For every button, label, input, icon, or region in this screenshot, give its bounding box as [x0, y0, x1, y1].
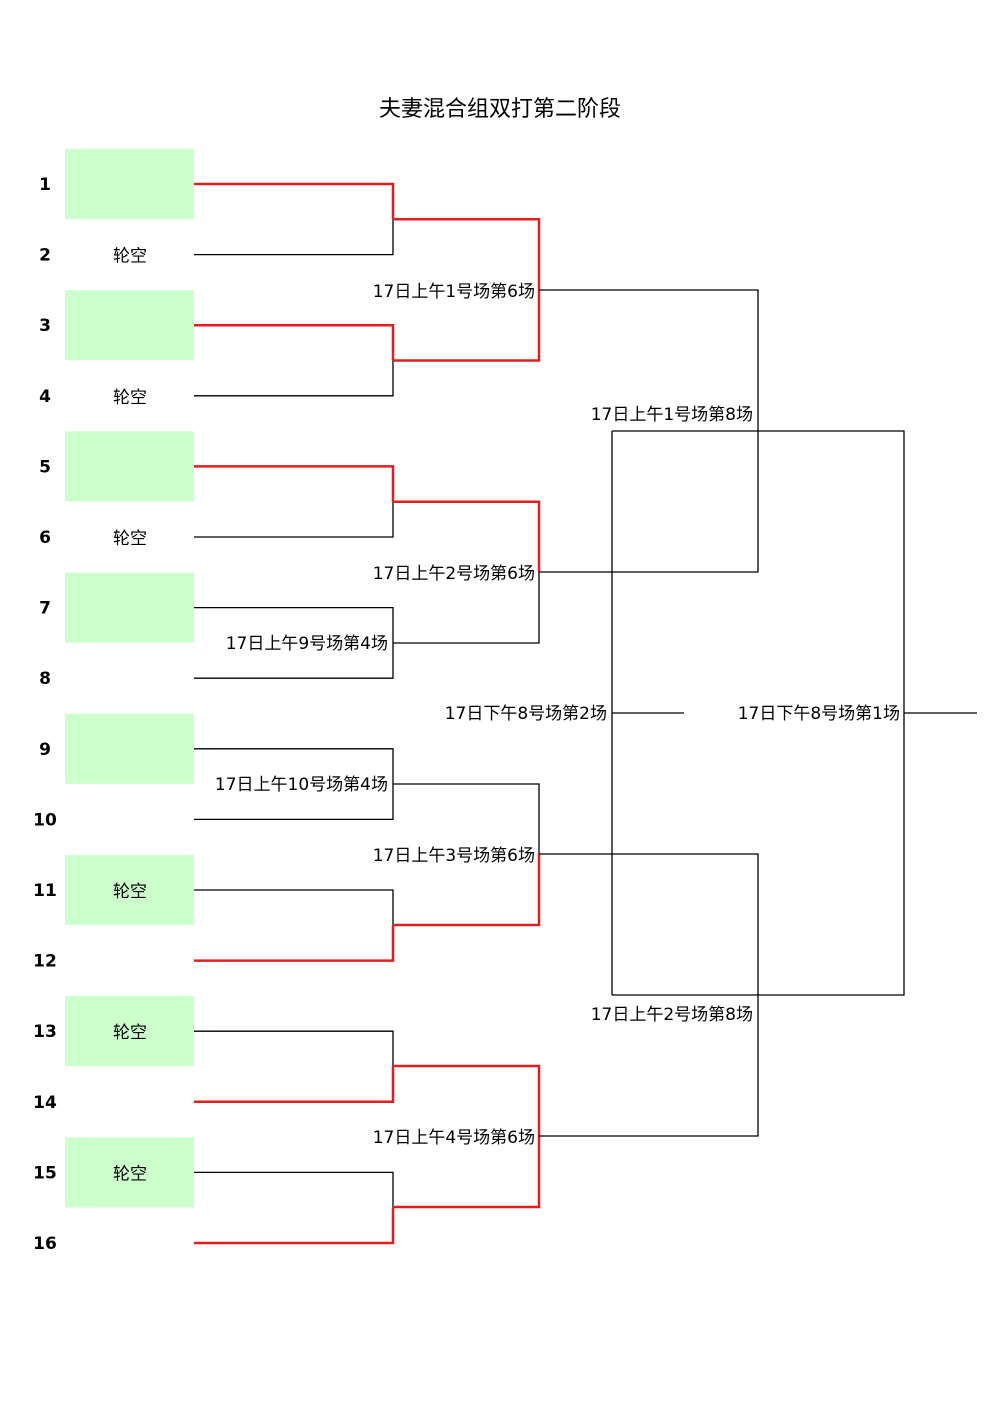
r2-line-d-upper: [393, 1064, 541, 1136]
entry-text-2: 轮空: [113, 247, 147, 267]
seed-number-16: 16: [33, 1234, 57, 1254]
seed-number-13: 13: [33, 1022, 57, 1042]
r1-line-11: [194, 889, 394, 926]
match-label-r2-a: 17日上午1号场第6场: [373, 282, 535, 302]
seed-number-6: 6: [39, 528, 51, 548]
seed-number-3: 3: [39, 316, 51, 336]
match-label-r2-d: 17日上午4号场第6场: [373, 1128, 535, 1148]
entry-text-11: 轮空: [113, 882, 147, 902]
entry-box-15: [65, 1137, 194, 1208]
entry-text-13: 轮空: [113, 1023, 147, 1043]
r2-line-c-lower: [393, 854, 541, 927]
match-label-r2-b: 17日上午2号场第6场: [373, 564, 535, 584]
seed-number-7: 7: [39, 599, 51, 619]
r2-line-d-lower: [393, 1136, 541, 1209]
r1-line-5: [194, 465, 395, 502]
match-label-r1-9-10: 17日上午10号场第4场: [215, 775, 388, 795]
seed-number-8: 8: [39, 669, 51, 689]
r1-line-6: [194, 501, 394, 538]
entry-box-1: [65, 149, 194, 219]
page-title: 夫妻混合组双打第二阶段: [379, 97, 621, 122]
match-label-r2-c: 17日上午3号场第6场: [373, 846, 535, 866]
match-label-r1-7-8: 17日上午9号场第4场: [226, 634, 388, 654]
seed-number-15: 15: [33, 1163, 57, 1183]
entry-box-7: [65, 572, 194, 643]
r1-line-4: [194, 360, 394, 397]
r1-line-15: [194, 1171, 394, 1208]
entry-text-15: 轮空: [113, 1164, 147, 1184]
entry-box-11: [65, 855, 194, 925]
r1-line-12: [194, 925, 395, 962]
r1-line-1: [194, 182, 395, 220]
seed-number-11: 11: [33, 881, 57, 901]
entry-box-3: [65, 290, 194, 361]
seed-number-1: 1: [39, 175, 51, 195]
r1-line-13: [194, 1030, 394, 1067]
entry-text-4: 轮空: [113, 388, 147, 408]
r2-line-a-upper: [393, 218, 541, 290]
match-label-final: 17日下午8号场第1场: [738, 704, 900, 724]
seed-number-2: 2: [39, 246, 51, 266]
entry-boxes: [65, 149, 194, 1208]
r2-line-b-lower: [393, 572, 540, 644]
r1-line-16: [194, 1207, 395, 1245]
r2-line-c-upper: [393, 783, 540, 854]
seed-number-14: 14: [33, 1093, 57, 1113]
seed-number-4: 4: [39, 387, 51, 407]
r2-line-a-lower: [393, 290, 541, 362]
entry-text-6: 轮空: [113, 529, 147, 549]
r1-line-3: [194, 323, 395, 361]
seed-number-5: 5: [39, 457, 51, 477]
bracket-lines: [194, 182, 977, 1245]
r1-line-2: [194, 219, 394, 256]
entry-box-9: [65, 713, 194, 784]
match-label-semi-bottom: 17日上午2号场第8场: [591, 1005, 753, 1025]
entry-box-5: [65, 431, 194, 502]
seed-number-9: 9: [39, 740, 51, 760]
match-label-third-place: 17日下午8号场第2场: [445, 704, 607, 724]
match-label-semi-top: 17日上午1号场第8场: [591, 405, 753, 425]
r2-line-b-upper: [393, 500, 541, 572]
r1-line-14: [194, 1066, 395, 1104]
seed-number-12: 12: [33, 952, 57, 972]
entry-box-13: [65, 996, 194, 1067]
seed-number-10: 10: [33, 810, 57, 830]
